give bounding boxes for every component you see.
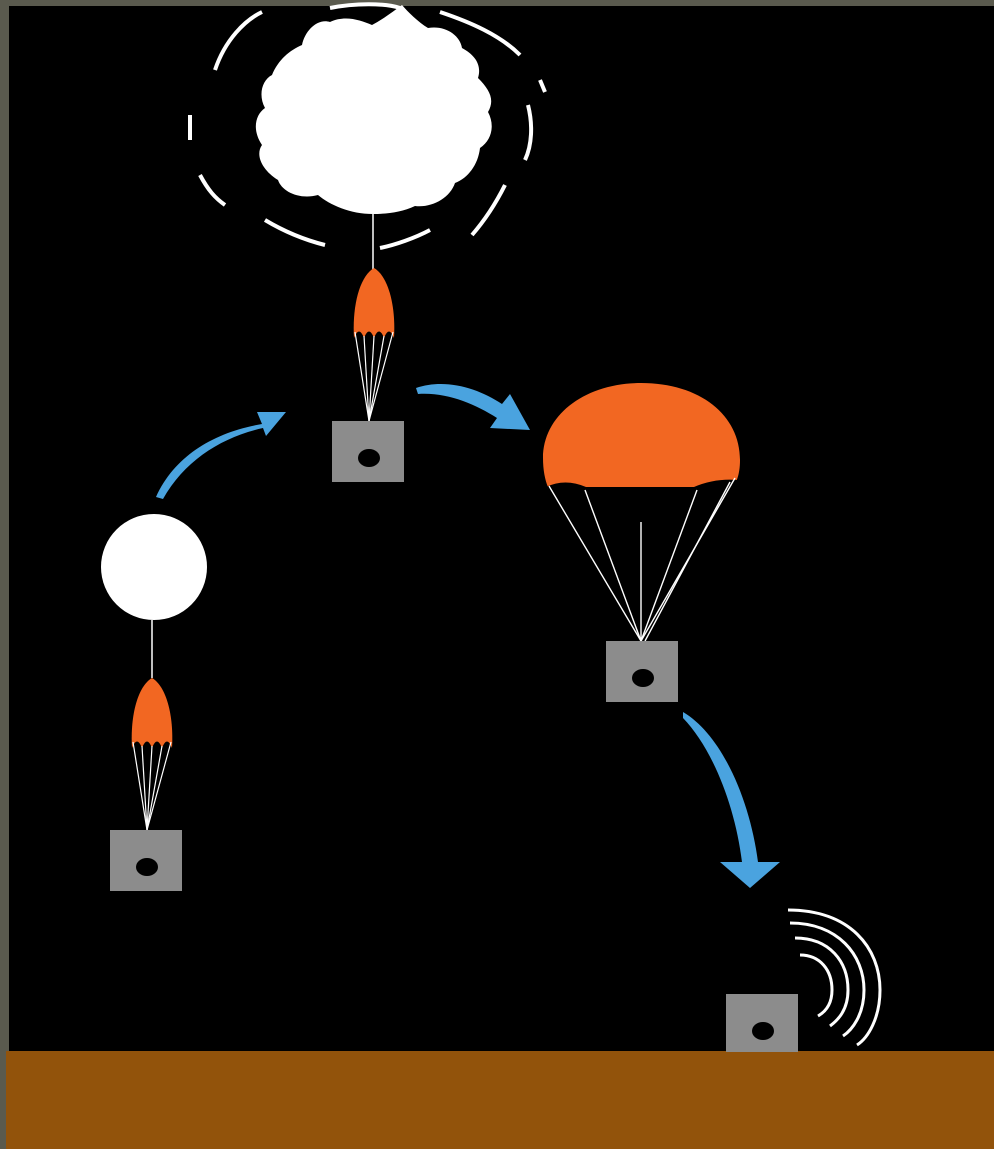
payload-box xyxy=(606,641,678,702)
payload-box xyxy=(726,994,798,1052)
intact-balloon-icon xyxy=(101,514,207,620)
ground xyxy=(6,1051,994,1149)
payload-box xyxy=(332,421,404,482)
payload-box xyxy=(110,830,182,891)
